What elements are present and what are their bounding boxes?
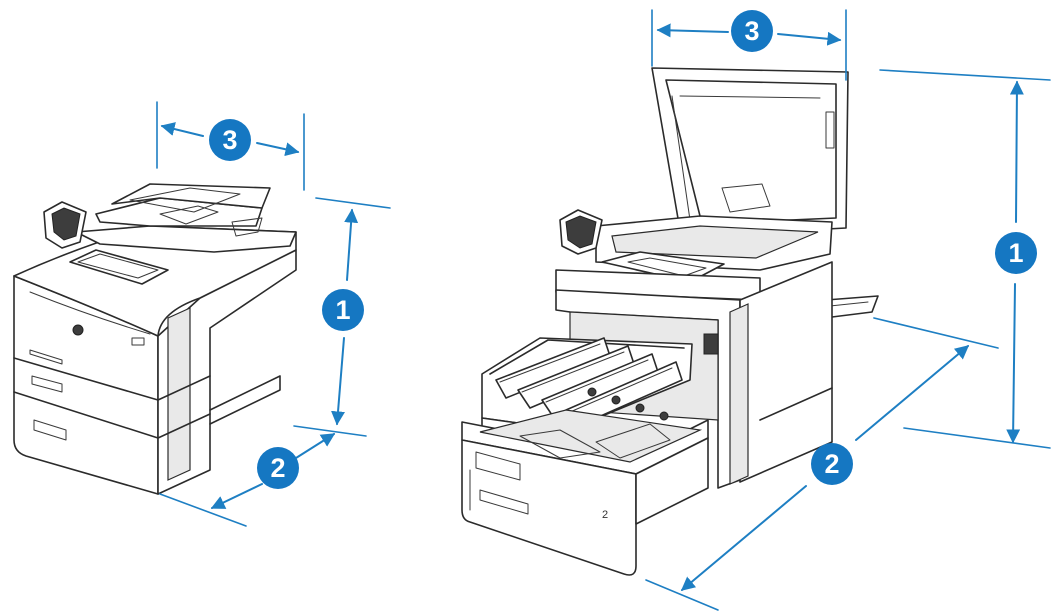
svg-text:1: 1 [1008,238,1023,268]
svg-text:3: 3 [744,16,759,46]
callout-height-left: 1 [322,289,364,331]
callout-width-right: 3 [731,10,773,52]
callout-depth-left: 2 [257,447,299,489]
printer-open: 2 [461,67,879,576]
svg-text:2: 2 [270,453,285,483]
callout-height-right: 1 [995,232,1037,274]
tray-number-label: 2 [602,509,608,521]
svg-text:1: 1 [335,295,350,325]
callout-width-left: 3 [209,119,251,161]
dimension-lines [156,9,1051,611]
callout-depth-right: 2 [811,443,853,485]
svg-text:3: 3 [222,125,237,155]
paper-tray-2: 2 [461,409,709,576]
printer-closed [13,183,297,495]
svg-text:2: 2 [824,449,839,479]
